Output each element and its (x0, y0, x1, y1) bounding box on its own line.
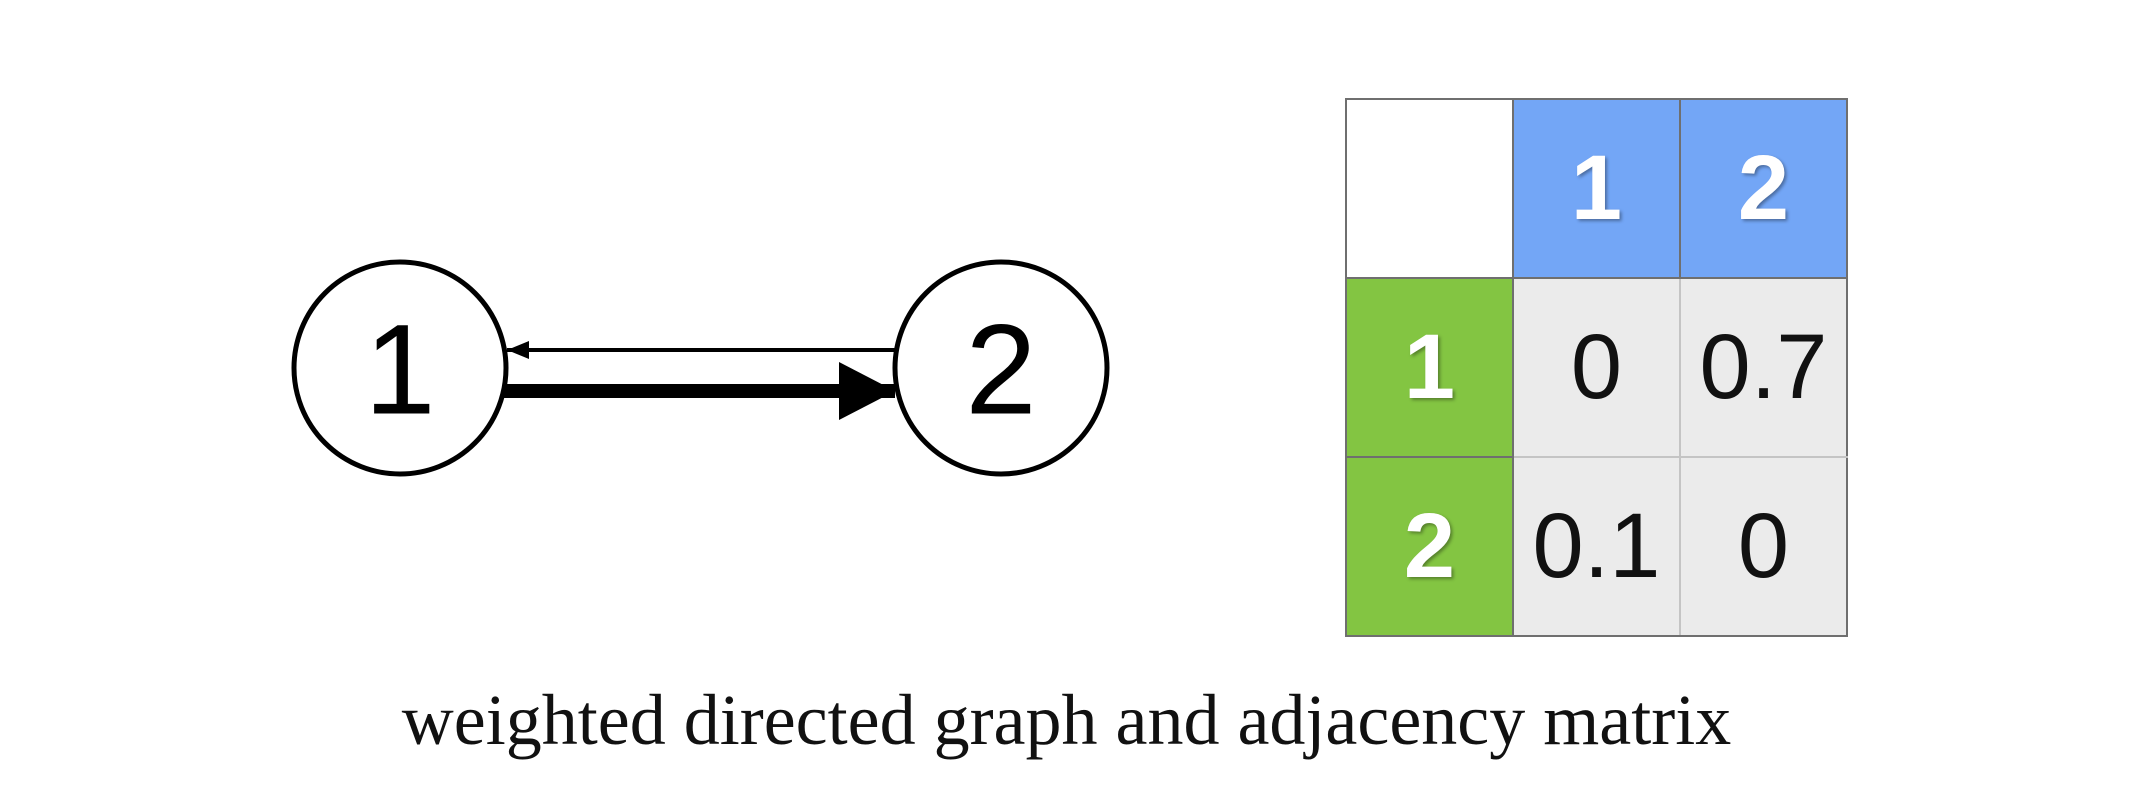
column-header-2: 2 (1679, 98, 1848, 279)
graph-node-1: 1 (291, 259, 509, 477)
matrix-cell-1-2: 0.7 (1679, 277, 1848, 458)
matrix-row-1: 1 0 0.7 (1345, 277, 1848, 458)
directed-graph: 1 2 (291, 259, 1110, 477)
row-header-2: 2 (1345, 456, 1514, 637)
node-label: 1 (364, 299, 435, 442)
figure-caption: weighted directed graph and adjacency ma… (401, 680, 1732, 760)
node-label: 2 (965, 299, 1036, 442)
column-header-1: 1 (1512, 98, 1681, 279)
matrix-header-row: 1 2 (1345, 98, 1848, 279)
matrix-row-2: 2 0.1 0 (1345, 456, 1848, 637)
matrix-cell-2-1: 0.1 (1512, 456, 1681, 637)
matrix-cell-2-2: 0 (1679, 456, 1848, 637)
row-header-1: 1 (1345, 277, 1514, 458)
matrix-corner (1345, 98, 1514, 279)
graph-node-2: 2 (892, 259, 1110, 477)
matrix-cell-1-1: 0 (1512, 277, 1681, 458)
adjacency-matrix: 1 2 1 0 0.7 2 0.1 0 (1345, 98, 1848, 637)
